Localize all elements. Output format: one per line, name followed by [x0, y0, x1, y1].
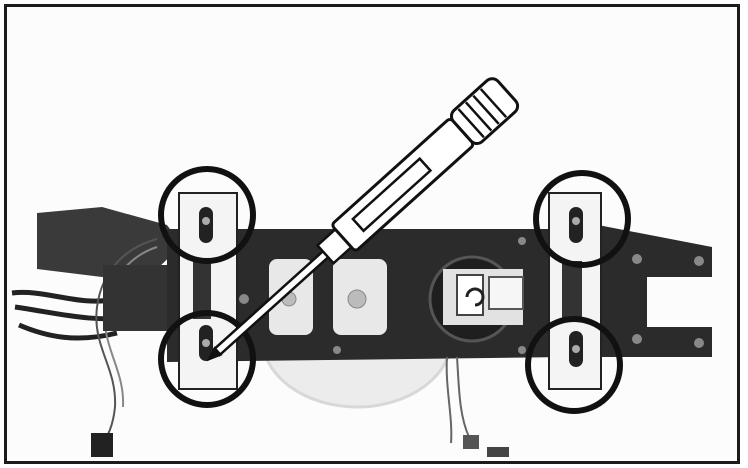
highlight-circle-bottom-right — [525, 316, 623, 414]
servo-lead — [95, 238, 158, 444]
figure-frame — [4, 4, 740, 464]
assembly-illustration — [11, 77, 712, 457]
highlight-circle-top-right — [533, 170, 631, 268]
highlight-circle-bottom-left — [158, 310, 256, 408]
left-wing-plate — [37, 207, 182, 277]
screwdriver-icon — [206, 77, 520, 362]
highlight-circle-top-left — [158, 166, 256, 264]
servo-connector — [91, 433, 113, 457]
